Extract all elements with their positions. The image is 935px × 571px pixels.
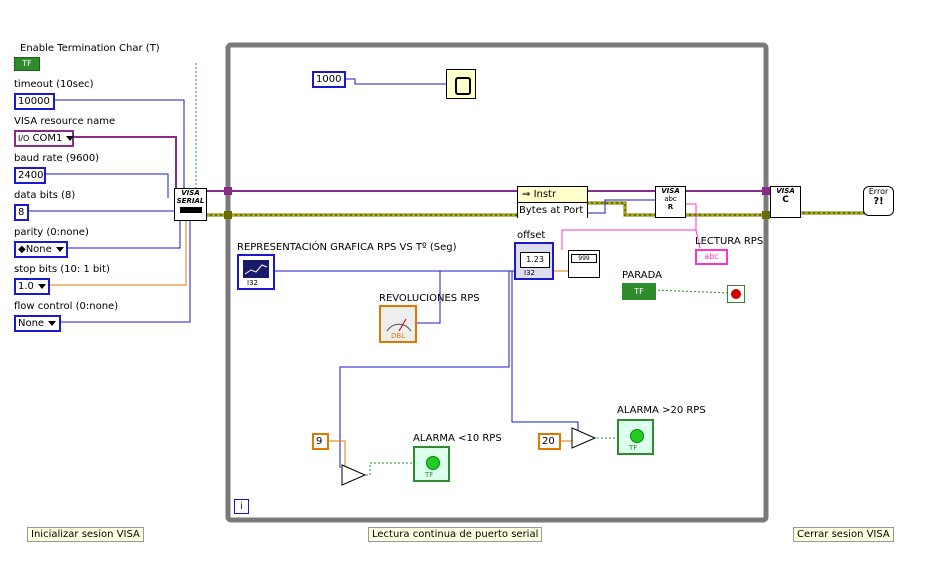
- chevron-down-icon: [48, 320, 57, 326]
- flow-control-control[interactable]: None: [14, 315, 61, 332]
- alarm-high-threshold[interactable]: 20: [538, 433, 561, 450]
- gauge-icon: [386, 318, 412, 332]
- stop-bits-label: stop bits (10: 1 bit): [14, 264, 110, 275]
- visa-configure-serial-node[interactable]: VISA SERIAL: [174, 188, 207, 221]
- comparison-triangle-icon: [341, 464, 367, 486]
- chart-indicator[interactable]: I32: [237, 254, 275, 290]
- gauge-label: REVOLUCIONES RPS: [379, 293, 480, 304]
- baud-rate-label: baud rate (9600): [14, 153, 100, 164]
- timeout-numeric-control[interactable]: 10000: [14, 93, 55, 110]
- greater-than-node[interactable]: [571, 427, 597, 449]
- while-loop-frame: [225, 42, 769, 523]
- chevron-down-icon: [66, 135, 75, 141]
- offset-label: offset: [517, 230, 546, 241]
- alarm-high-led[interactable]: TF: [617, 419, 654, 455]
- chevron-down-icon: [55, 246, 64, 252]
- chart-icon: [243, 260, 269, 278]
- stop-icon: [731, 289, 741, 299]
- alarm-low-threshold[interactable]: 9: [312, 433, 329, 450]
- data-bits-label: data bits (8): [14, 190, 76, 201]
- stop-control[interactable]: TF: [622, 283, 656, 300]
- visa-resource-label: VISA resource name: [14, 116, 116, 127]
- visa-close-node[interactable]: VISA C: [770, 186, 801, 218]
- wait-constant[interactable]: 1000: [312, 71, 346, 88]
- visa-resource-control[interactable]: I/O COM1: [14, 130, 75, 147]
- read-buffer-indicator[interactable]: abc: [695, 249, 728, 265]
- stop-bits-control[interactable]: 1.0: [14, 278, 50, 295]
- graph-label: REPRESENTACIÓN GRAFICA RPS VS Tº (Seg): [237, 242, 457, 253]
- offset-indicator[interactable]: 1.23 I32: [514, 242, 554, 280]
- comment-close: Cerrar sesion VISA: [793, 527, 894, 542]
- timeout-label: timeout (10sec): [14, 79, 94, 90]
- termchar-label: Enable Termination Char (T): [20, 43, 160, 54]
- alarm-low-label: ALARMA <10 RPS: [413, 433, 502, 444]
- comment-loop: Lectura continua de puerto serial: [368, 527, 543, 542]
- flow-control-label: flow control (0:none): [14, 301, 119, 312]
- error-handler-node[interactable]: Error ?!: [863, 186, 894, 216]
- gauge-indicator[interactable]: DBL: [379, 305, 417, 343]
- baud-rate-control[interactable]: 2400: [14, 167, 46, 184]
- wait-ms-node[interactable]: [446, 69, 476, 99]
- alarm-high-label: ALARMA >20 RPS: [617, 405, 706, 416]
- iteration-terminal: i: [234, 499, 249, 514]
- read-buffer-label: LECTURA RPS: [695, 236, 764, 247]
- parity-control[interactable]: ◆None: [14, 241, 68, 258]
- comment-init: Inicializar sesion VISA: [27, 527, 144, 542]
- termchar-boolean-control[interactable]: TF: [14, 57, 40, 71]
- chevron-down-icon: [37, 283, 46, 289]
- data-bits-control[interactable]: 8: [14, 204, 29, 221]
- scan-from-string-node[interactable]: 999: [568, 250, 600, 278]
- led-icon: [426, 456, 440, 470]
- parity-label: parity (0:none): [14, 227, 89, 238]
- visa-property-node[interactable]: ⇒ Instr Bytes at Port: [517, 186, 588, 218]
- loop-condition-terminal[interactable]: [727, 285, 745, 303]
- watch-icon: [455, 77, 471, 95]
- alarm-low-led[interactable]: TF: [413, 446, 450, 482]
- led-icon: [630, 429, 644, 443]
- stop-label: PARADA: [622, 270, 662, 281]
